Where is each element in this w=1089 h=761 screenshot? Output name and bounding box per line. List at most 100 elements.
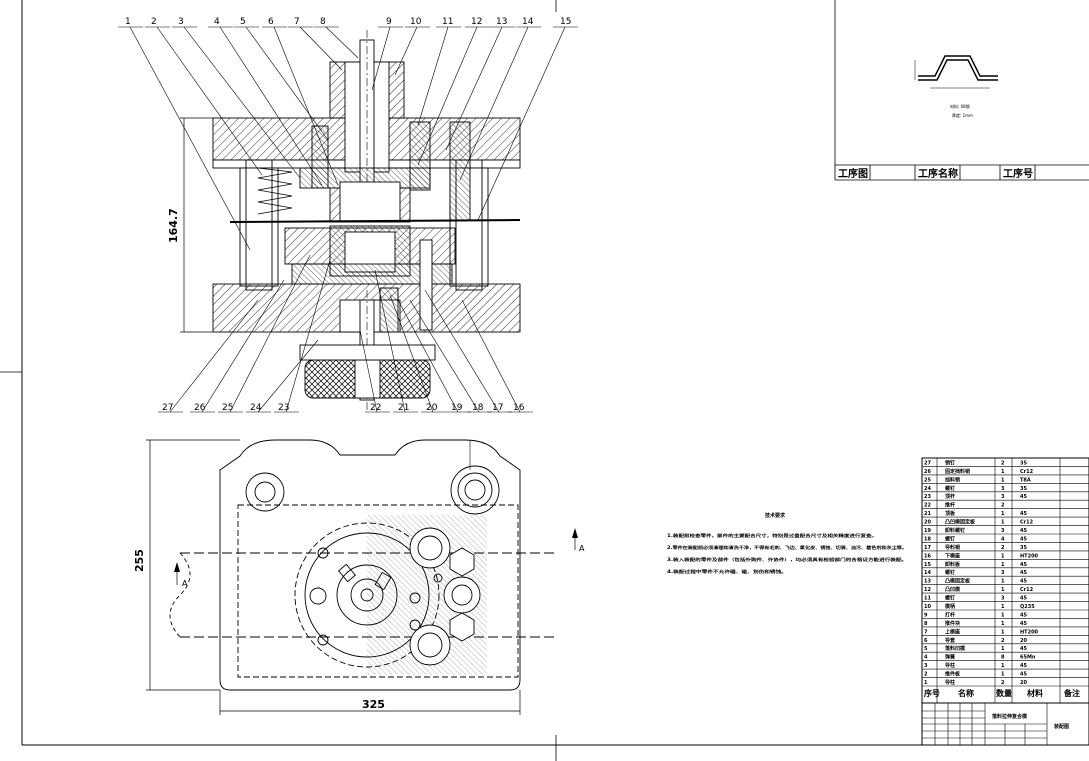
bom-cell: 45	[1020, 621, 1027, 627]
bom-cell: 推杆	[945, 502, 955, 509]
process-note-thickness: 厚度: 1mm	[952, 112, 973, 118]
bom-cell: 20	[924, 520, 931, 526]
callout-label: 24	[250, 403, 262, 413]
bom-cell: 推件板	[945, 671, 961, 678]
bom-header: 数量	[996, 688, 1012, 698]
bom-cell: 螺钉	[945, 595, 955, 602]
bom-cell: 挡料销	[944, 476, 960, 483]
bom-cell: 22	[924, 503, 931, 509]
bom-cell: 导柱	[945, 679, 955, 686]
bom-cell: 45	[1020, 494, 1027, 500]
bom-cell: 3	[1001, 486, 1005, 492]
bom-cell: 20	[1020, 638, 1027, 644]
bom-header: 名称	[958, 688, 974, 698]
section-view	[212, 30, 521, 410]
bom-header: 序号	[924, 688, 940, 698]
bom-cell: 打杆	[945, 611, 955, 618]
spring	[257, 167, 293, 215]
bom-cell: 1	[1001, 663, 1005, 669]
bom-cell: 卸料螺钉	[945, 527, 965, 534]
bom-cell: 1	[1001, 511, 1005, 517]
bom-cell: 5	[924, 646, 928, 652]
callout-label: 2	[151, 17, 157, 27]
bom-cell: 1	[1001, 469, 1005, 475]
bom-cell: 顶杆	[945, 493, 955, 500]
bom-cell: 18	[924, 536, 931, 542]
plan-width-text: 325	[362, 698, 385, 711]
process-note-material: 材料: 08钢	[950, 103, 970, 109]
callout-label: 12	[471, 17, 482, 27]
part-profile	[918, 55, 998, 81]
callout-label: 11	[442, 17, 453, 27]
bom-cell: 4	[1001, 536, 1005, 542]
bom-cell: 卸料板	[945, 561, 961, 568]
bom-cell: 45	[1020, 536, 1027, 542]
callout-labels-top: 1 2 3 4 5 6 7 8 9 10 11 12 13 14 15	[125, 17, 571, 27]
callout-label: 1	[125, 17, 131, 27]
bom-header: 材料	[1027, 688, 1043, 698]
bom-cell: 导柱	[945, 662, 955, 669]
bom-cell: 顶板	[945, 510, 956, 517]
bom-cell: 1	[1001, 672, 1005, 678]
callout-label: 10	[410, 17, 422, 27]
callout-label: 25	[222, 403, 233, 413]
bom-cell: 固定挡料销	[945, 468, 970, 475]
bom-cell: 14	[924, 570, 931, 576]
bom-cell: 3	[1001, 494, 1005, 500]
callout-label: 9	[386, 17, 392, 27]
bom-cell: 19	[924, 528, 931, 534]
bom-cell: 45	[1020, 562, 1027, 568]
tech-requirements-list: 1.装配前检查零件，部件的主要配合尺寸，特别是过盈配合尺寸及相关精度进行复查。 …	[667, 532, 907, 574]
bom-cell: 1	[1001, 646, 1005, 652]
bom-cell: 弹簧	[945, 654, 956, 661]
callout-label: 7	[294, 17, 300, 27]
tech-requirement-item: 1.装配前检查零件，部件的主要配合尺寸，特别是过盈配合尺寸及相关精度进行复查。	[667, 532, 877, 538]
bom-cell: 65Mn	[1020, 655, 1036, 661]
bom-cell: 25	[924, 477, 931, 483]
bom-cell: 45	[1020, 612, 1027, 618]
title-block	[921, 702, 1089, 746]
bom-cell: 16	[924, 553, 931, 559]
plan-view	[169, 439, 555, 691]
bom-cell: 2	[1001, 638, 1005, 644]
bom-cell: 17	[924, 545, 931, 551]
bom-cell: Cr12	[1020, 520, 1034, 526]
callout-label: 17	[492, 403, 503, 413]
callout-label: 20	[426, 403, 438, 413]
bom-cell: 3	[924, 663, 928, 669]
callout-label: 16	[513, 403, 525, 413]
bom-cell: 3	[1001, 570, 1005, 576]
bom-cell: 23	[924, 494, 931, 500]
bom-cell: 45	[1020, 579, 1027, 585]
process-header: 工序图	[838, 167, 868, 180]
bom-cell: Cr12	[1020, 469, 1034, 475]
bom-cell: 螺钉	[945, 569, 955, 576]
bom-cell: Q235	[1020, 604, 1035, 610]
bom-cell: 凸凹模固定板	[945, 519, 976, 526]
bom-cell: 2	[1001, 460, 1005, 466]
bom-cell: HT200	[1020, 629, 1039, 635]
bom-cell: 7	[924, 629, 928, 635]
bom-cell: 35	[1020, 486, 1027, 492]
callouts-bottom	[158, 254, 533, 413]
bom-cell: 13	[924, 579, 931, 585]
callout-label: 23	[278, 403, 289, 413]
bom-header-row: 序号 名称 数量 材料 备注	[924, 688, 1080, 698]
bom-cell: 1	[1001, 562, 1005, 568]
bom-cell: 凸模固定板	[945, 578, 971, 585]
bom-cell: 导套	[945, 637, 955, 644]
section-arrow-right	[572, 528, 578, 538]
bom-cell: 1	[1001, 629, 1005, 635]
bom-cell: 1	[1001, 604, 1005, 610]
callout-label: 4	[214, 17, 220, 27]
bom-cell: 45	[1020, 528, 1027, 534]
bom-cell: 12	[924, 587, 931, 593]
bom-cell: 45	[1020, 646, 1027, 652]
section-mark-right: A	[579, 544, 585, 553]
bom-cell: 6	[924, 638, 928, 644]
bom-cell: 21	[924, 511, 931, 517]
bom-cell: 3	[1001, 528, 1005, 534]
callout-label: 15	[560, 17, 571, 27]
bom-table	[921, 457, 1089, 704]
